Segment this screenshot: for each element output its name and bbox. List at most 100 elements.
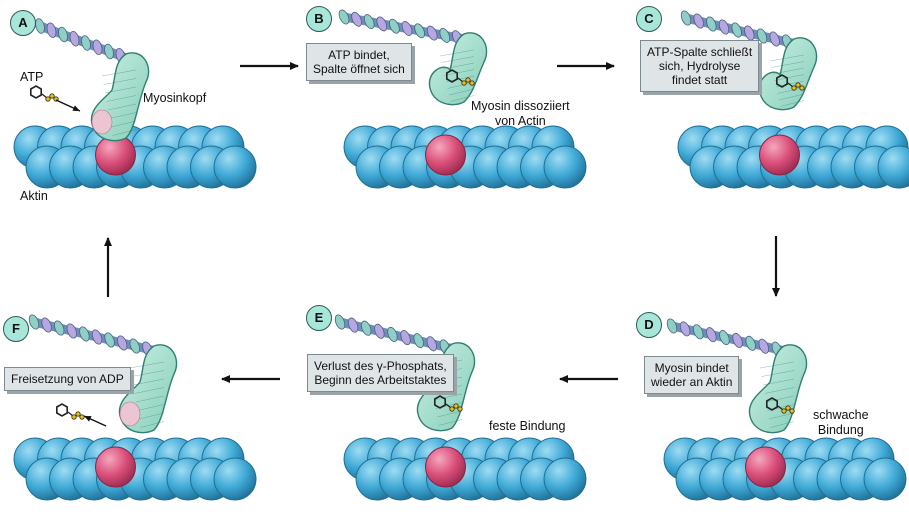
myosin-coil-segment-e-3 bbox=[374, 323, 385, 339]
myosin-head-texture-f-4 bbox=[135, 395, 165, 403]
step-b-caption-line-1: ATP bindet, bbox=[328, 48, 390, 62]
myosin-head-texture-f-3 bbox=[134, 387, 165, 394]
myosin-coil-segment-e-2 bbox=[361, 320, 372, 336]
myosin-head-texture-b-0 bbox=[439, 49, 475, 57]
myosin-coil-segment-f-3 bbox=[66, 323, 77, 339]
adp-release-arrow bbox=[83, 415, 107, 427]
myosin-coil-segment-a-0 bbox=[35, 18, 45, 34]
atp-phosphate-panel-f-released-1 bbox=[75, 411, 81, 417]
step-d-caption-box: Myosin bindet wieder an Aktin bbox=[644, 356, 740, 394]
myosin-coil-segment-f-2 bbox=[54, 320, 65, 336]
panel-b bbox=[338, 9, 587, 189]
step-c-caption-line-2: sich, Hydrolyse bbox=[658, 59, 741, 73]
myosin-head-texture-f-5 bbox=[137, 404, 165, 411]
myosin-head-texture-c-0 bbox=[769, 54, 805, 62]
atp-phosphate-d-0 bbox=[781, 408, 787, 414]
atp-ring-e bbox=[433, 395, 447, 409]
myosin-head-texture-a-5 bbox=[109, 112, 137, 119]
atp-ring-d bbox=[765, 397, 779, 411]
myosin-head-texture-a-7 bbox=[112, 129, 137, 136]
actin-binding-site-f bbox=[95, 446, 136, 488]
step-badge-a: A bbox=[10, 10, 36, 36]
step-f-caption-line-1: Freisetzung von ADP bbox=[11, 372, 124, 386]
actin-binding-site-b bbox=[425, 134, 466, 176]
myosin-coil-segment-d-5 bbox=[732, 332, 743, 348]
atp-ring-c bbox=[775, 74, 789, 88]
myosin-head-texture-b-6 bbox=[448, 88, 475, 96]
myosin-coil-segment-b-1 bbox=[351, 11, 362, 27]
myosin-coil-segment-d-0 bbox=[666, 318, 678, 334]
step-e-caption-box: Verlust des γ-Phosphats, Beginn des Arbe… bbox=[307, 354, 454, 392]
myosin-coil-segment-a-2 bbox=[58, 26, 68, 43]
myosin-coil-segment-c-1 bbox=[693, 13, 704, 29]
myosin-coil-segment-c-3 bbox=[718, 19, 730, 35]
atp-phosphate-panel-a-free-0 bbox=[45, 96, 51, 102]
actin-monomer-d-bottom-8 bbox=[863, 457, 907, 501]
myosin-head-texture-c-2 bbox=[772, 67, 805, 75]
atp-phosphate-e-2 bbox=[457, 406, 463, 412]
actin-label: Aktin bbox=[20, 189, 48, 203]
atp-phosphate-b-0 bbox=[461, 80, 467, 86]
myosin-head-texture-c-6 bbox=[778, 93, 805, 101]
step-d-note-line-1: schwache bbox=[813, 408, 869, 422]
myosin-head-texture-e-6 bbox=[436, 410, 463, 418]
step-c-caption-box: ATP-Spalte schließt sich, Hydrolyse find… bbox=[640, 40, 760, 92]
step-d-caption-line-1: Myosin bindet bbox=[654, 361, 729, 375]
atp-phosphate-c-0 bbox=[791, 85, 797, 91]
myosin-coil-segment-d-2 bbox=[692, 324, 704, 340]
myosin-tail-e bbox=[335, 317, 463, 355]
myosin-coil-segment-a-6 bbox=[104, 43, 114, 60]
atp-phosphate-e-1 bbox=[453, 403, 459, 409]
step-d-note: schwache Bindung bbox=[813, 408, 869, 438]
step-e-note: feste Bindung bbox=[489, 419, 566, 433]
myosin-coil-segment-c-5 bbox=[744, 25, 755, 41]
step-b-caption-line-2: Spalte öffnet sich bbox=[313, 62, 405, 76]
myosin-head-texture-a-3 bbox=[106, 95, 137, 102]
step-c-caption-line-1: ATP-Spalte schließt bbox=[647, 45, 753, 59]
myosin-head-texture-b-3 bbox=[444, 69, 475, 76]
free-nucleotides bbox=[29, 85, 85, 420]
atp-phosphate-c-1 bbox=[795, 82, 801, 88]
myosin-coil-segment-e-1 bbox=[347, 317, 359, 333]
myosin-coil-segment-b-3 bbox=[376, 16, 388, 32]
myosin-head-texture-e-4 bbox=[433, 393, 463, 401]
myosin-head-texture-d-3 bbox=[764, 387, 795, 394]
atp-label: ATP bbox=[20, 70, 44, 84]
atp-phosphate-panel-f-released-2 bbox=[79, 414, 85, 420]
myosin-coil-segment-c-2 bbox=[706, 16, 717, 32]
step-e-caption-line-1: Verlust des γ-Phosphats, bbox=[314, 359, 447, 373]
myosin-coil-segment-a-5 bbox=[92, 39, 103, 55]
myosin-head-texture-c-3 bbox=[774, 74, 805, 81]
myosin-coil-segment-f-5 bbox=[91, 329, 103, 345]
myosin-coil-segment-c-4 bbox=[731, 22, 742, 38]
actin-binding-site-d bbox=[745, 446, 786, 488]
actin-binding-site-e bbox=[425, 446, 466, 488]
myosin-head-texture-f-7 bbox=[140, 421, 165, 428]
actin-binding-site-c bbox=[759, 134, 800, 176]
myosin-coil-segment-c-7 bbox=[769, 31, 780, 47]
myosin-head-texture-d-0 bbox=[759, 361, 795, 369]
step-f-caption-box: Freisetzung von ADP bbox=[4, 367, 131, 391]
myosin-coil-segment-d-7 bbox=[758, 338, 770, 354]
myosin-coil-segment-e-0 bbox=[334, 314, 346, 330]
myosin-head-texture-a-1 bbox=[103, 78, 137, 85]
atp-approach-arrow bbox=[55, 99, 81, 112]
atp-ring-panel-a-free bbox=[29, 85, 43, 99]
myosin-head-label: Myosinkopf bbox=[143, 91, 207, 105]
myosin-coil-segment-c-0 bbox=[680, 10, 692, 26]
myosin-head-texture-d-2 bbox=[762, 378, 795, 386]
myosin-coil-segment-a-3 bbox=[69, 31, 80, 47]
myosin-tail-c bbox=[681, 13, 805, 50]
myosin-coil-segment-b-4 bbox=[389, 18, 400, 34]
myosin-head-texture-a-2 bbox=[104, 86, 137, 94]
myosin-head-texture-b-1 bbox=[441, 56, 475, 63]
atp-phosphate-d-1 bbox=[785, 405, 791, 411]
atp-phosphate-b-2 bbox=[469, 80, 475, 86]
myosin-coil-segment-d-3 bbox=[706, 327, 717, 343]
myosin-head-c bbox=[758, 37, 818, 111]
step-badge-f: F bbox=[3, 316, 29, 342]
myosin-coil-segment-b-2 bbox=[363, 14, 375, 30]
myosin-head-texture-b-2 bbox=[442, 62, 475, 70]
panel-d bbox=[663, 318, 907, 501]
atp-phosphate-panel-a-free-1 bbox=[49, 93, 55, 99]
